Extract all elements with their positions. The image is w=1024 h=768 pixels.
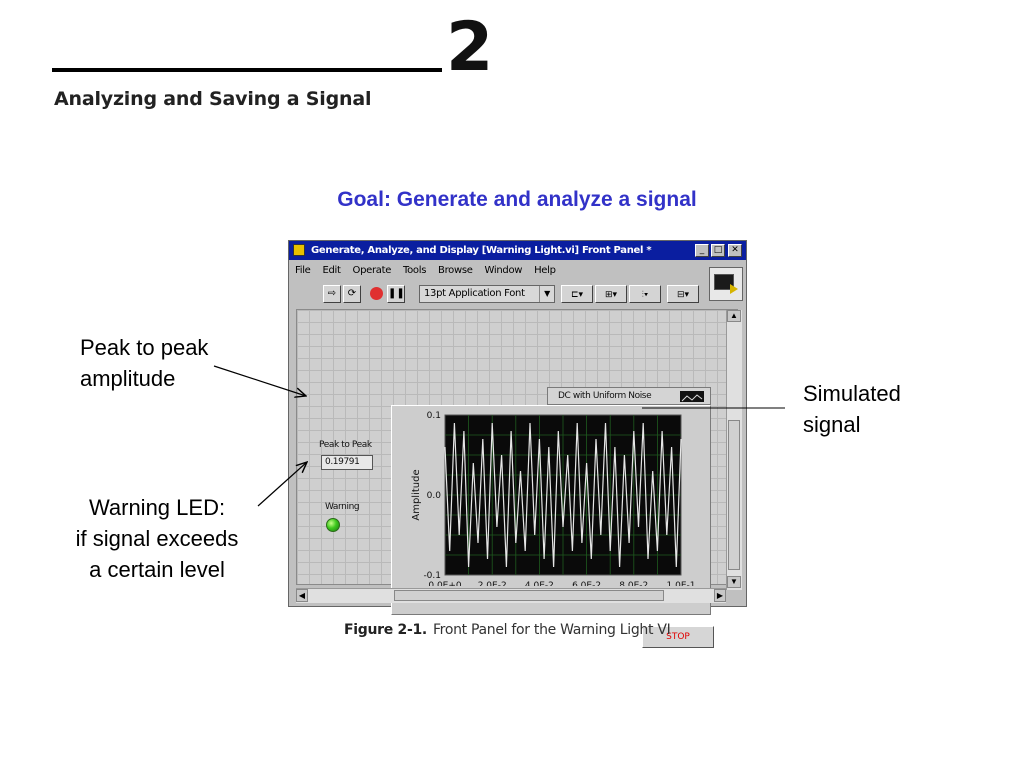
menu-tools[interactable]: Tools — [402, 265, 427, 276]
scroll-down-icon[interactable]: ▼ — [727, 576, 741, 588]
minimize-button[interactable]: _ — [695, 244, 709, 257]
horizontal-scroll-thumb[interactable] — [394, 590, 664, 601]
figure-caption: Figure 2-1. Front Panel for the Warning L… — [344, 622, 671, 638]
waveform-chart: 0.0E+0 2.0E-2 4.0E-2 6.0E-2 8.0E-2 1.0E-1 0.1 0… — [411, 411, 696, 586]
annotation-line: amplitude — [80, 366, 176, 391]
horizontal-scrollbar[interactable]: ◀ ▶ — [296, 588, 726, 603]
y-tick-label: 0.1 — [427, 411, 441, 421]
labview-app-icon — [293, 244, 305, 256]
abort-icon[interactable] — [367, 285, 385, 303]
x-tick-label: 0.0E+0 — [428, 581, 462, 586]
x-tick-label: 4.0E-2 — [525, 581, 554, 586]
vertical-scrollbar[interactable]: ▲ ▼ — [726, 310, 742, 590]
font-select-value: 13pt Application Font — [424, 288, 525, 299]
annotation-line: Simulated — [803, 381, 901, 406]
run-continuously-icon[interactable]: ⟳ — [343, 285, 361, 303]
menu-edit[interactable]: Edit — [322, 265, 341, 276]
series-line — [444, 422, 682, 568]
annotation-peak-to-peak: Peak to peak amplitude — [80, 332, 208, 394]
vertical-scroll-thumb[interactable] — [728, 420, 740, 570]
y-tick-label: -0.1 — [423, 571, 441, 581]
menu-help[interactable]: Help — [534, 265, 556, 276]
front-panel-canvas: Peak to Peak 0.19791 Warning DC with Uni… — [296, 309, 738, 648]
menu-window[interactable]: Window — [484, 265, 523, 276]
annotation-line: signal — [803, 412, 861, 437]
window-title: Generate, Analyze, and Display [Warning … — [311, 245, 652, 256]
annotation-simulated-signal: Simulated signal — [803, 378, 901, 440]
menu-browse[interactable]: Browse — [438, 265, 473, 276]
font-select[interactable]: 13pt Application Font ▼ — [419, 285, 555, 303]
legend-series-name: DC with Uniform Noise — [558, 391, 652, 401]
warning-led[interactable] — [326, 518, 340, 532]
peak-to-peak-label: Peak to Peak — [319, 440, 372, 450]
chapter-title: Analyzing and Saving a Signal — [54, 88, 372, 110]
stop-button[interactable]: STOP — [642, 626, 714, 648]
x-tick-label: 8.0E-2 — [619, 581, 648, 586]
run-arrow-icon[interactable]: ⇨ — [323, 285, 341, 303]
close-button[interactable]: ✕ — [728, 244, 742, 257]
x-tick-label: 6.0E-2 — [572, 581, 601, 586]
annotation-line: Warning LED: — [88, 495, 226, 520]
x-tick-label: 2.0E-2 — [478, 581, 507, 586]
figure-caption-text: Front Panel for the Warning Light VI — [432, 622, 671, 638]
menu-operate[interactable]: Operate — [352, 265, 392, 276]
chapter-number: 2 — [446, 8, 494, 87]
y-tick-label: 0.0 — [427, 491, 442, 501]
scroll-up-icon[interactable]: ▲ — [727, 310, 741, 322]
menu-bar: File Edit Operate Tools Browse Window He… — [295, 265, 565, 281]
menu-file[interactable]: File — [295, 265, 311, 276]
front-panel-window: Generate, Analyze, and Display [Warning … — [288, 240, 747, 648]
distribute-objects-icon[interactable]: ⊞▾ — [595, 285, 627, 303]
warning-label: Warning — [325, 502, 360, 512]
title-bar[interactable]: Generate, Analyze, and Display [Warning … — [289, 241, 746, 260]
annotation-line: Peak to peak — [80, 335, 209, 360]
maximize-button[interactable]: □ — [711, 244, 725, 257]
goal-heading: Goal: Generate and analyze a signal — [337, 188, 697, 211]
figure-caption-label: Figure 2-1. — [344, 622, 427, 638]
annotation-line: if signal exceeds — [75, 526, 239, 551]
annotation-warning-led: Warning LED: if signal exceeds a certain… — [50, 492, 264, 585]
context-help-icon[interactable] — [709, 267, 743, 301]
resize-objects-icon[interactable]: ⫶▾ — [629, 285, 661, 303]
pause-icon[interactable]: ❚❚ — [387, 285, 405, 303]
annotation-line: a certain level — [89, 557, 225, 582]
align-objects-icon[interactable]: ⊏▾ — [561, 285, 593, 303]
plot-legend[interactable]: DC with Uniform Noise — [547, 387, 711, 405]
chapter-rule — [52, 68, 442, 72]
x-tick-label: 1.0E-1 — [667, 581, 696, 586]
scroll-right-icon[interactable]: ▶ — [714, 589, 726, 602]
legend-swatch — [680, 391, 704, 402]
y-axis-label: Amplitude — [411, 469, 422, 520]
reorder-icon[interactable]: ⊟▾ — [667, 285, 699, 303]
chevron-down-icon: ▼ — [539, 286, 554, 302]
scroll-left-icon[interactable]: ◀ — [296, 589, 308, 602]
peak-to-peak-indicator: 0.19791 — [321, 455, 373, 470]
